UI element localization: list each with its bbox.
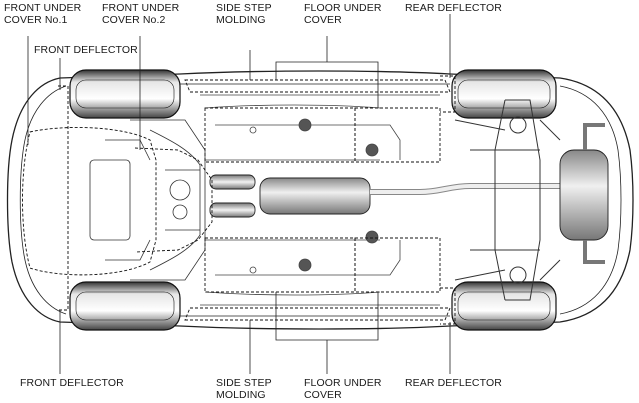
rear-deflector-top-label: REAR DEFLECTOR xyxy=(405,2,502,14)
floor-under-cover-right-top-outline xyxy=(354,107,441,163)
floor-under-cover-right-bottom-outline xyxy=(354,237,441,293)
front-subframe xyxy=(89,119,206,281)
side-step-molding-top-line1: SIDE STEP xyxy=(216,2,272,14)
front-under-cover-no2-line1: FRONT UNDER xyxy=(102,2,180,14)
rear-deflector-bottom-label: REAR DEFLECTOR xyxy=(405,377,502,389)
front-deflector-top-label: FRONT DEFLECTOR xyxy=(34,44,138,56)
front-under-cover-no2-outline xyxy=(134,147,213,253)
cover-outlines xyxy=(22,75,456,325)
floor-pan xyxy=(200,94,440,306)
floor-under-cover-bottom-line1: FLOOR UNDER xyxy=(304,377,382,389)
front-under-cover-no2-label: FRONT UNDER COVER No.2 xyxy=(102,2,179,26)
floor-under-cover-top-label: FLOOR UNDER COVER xyxy=(304,2,382,26)
side-step-molding-bottom-line2: MOLDING xyxy=(216,389,266,401)
side-step-molding-bottom-outline xyxy=(184,307,451,321)
front-under-cover-no2-line2: COVER No.2 xyxy=(102,14,166,26)
floor-under-cover-bottom-line2: COVER xyxy=(304,389,342,401)
front-under-cover-no1-line1: FRONT UNDER xyxy=(4,2,82,14)
rear-suspension xyxy=(454,99,561,301)
exhaust-system xyxy=(209,123,609,264)
side-step-molding-top-line2: MOLDING xyxy=(216,14,266,26)
floor-under-cover-top-line2: COVER xyxy=(304,14,342,26)
front-under-cover-no1-outline xyxy=(22,127,157,276)
front-under-cover-no1-line2: COVER No.1 xyxy=(4,14,68,26)
leader-lines xyxy=(27,14,451,374)
front-under-cover-no1-label: FRONT UNDER COVER No.1 xyxy=(4,2,81,26)
wheels xyxy=(69,69,557,331)
floor-under-cover-bottom-label: FLOOR UNDER COVER xyxy=(304,377,382,401)
floor-under-cover-left-bottom-outline xyxy=(204,237,356,293)
side-step-molding-top-label: SIDE STEP MOLDING xyxy=(216,2,272,26)
side-step-molding-top-outline xyxy=(184,79,451,93)
side-step-molding-bottom-label: SIDE STEP MOLDING xyxy=(216,377,272,401)
side-step-molding-bottom-line1: SIDE STEP xyxy=(216,377,272,389)
floor-under-cover-top-line1: FLOOR UNDER xyxy=(304,2,382,14)
floor-under-cover-left-top-outline xyxy=(204,107,356,163)
front-deflector-outline xyxy=(58,85,69,311)
rear-deflector-outline xyxy=(440,75,456,325)
front-deflector-bottom-label: FRONT DEFLECTOR xyxy=(20,377,124,389)
